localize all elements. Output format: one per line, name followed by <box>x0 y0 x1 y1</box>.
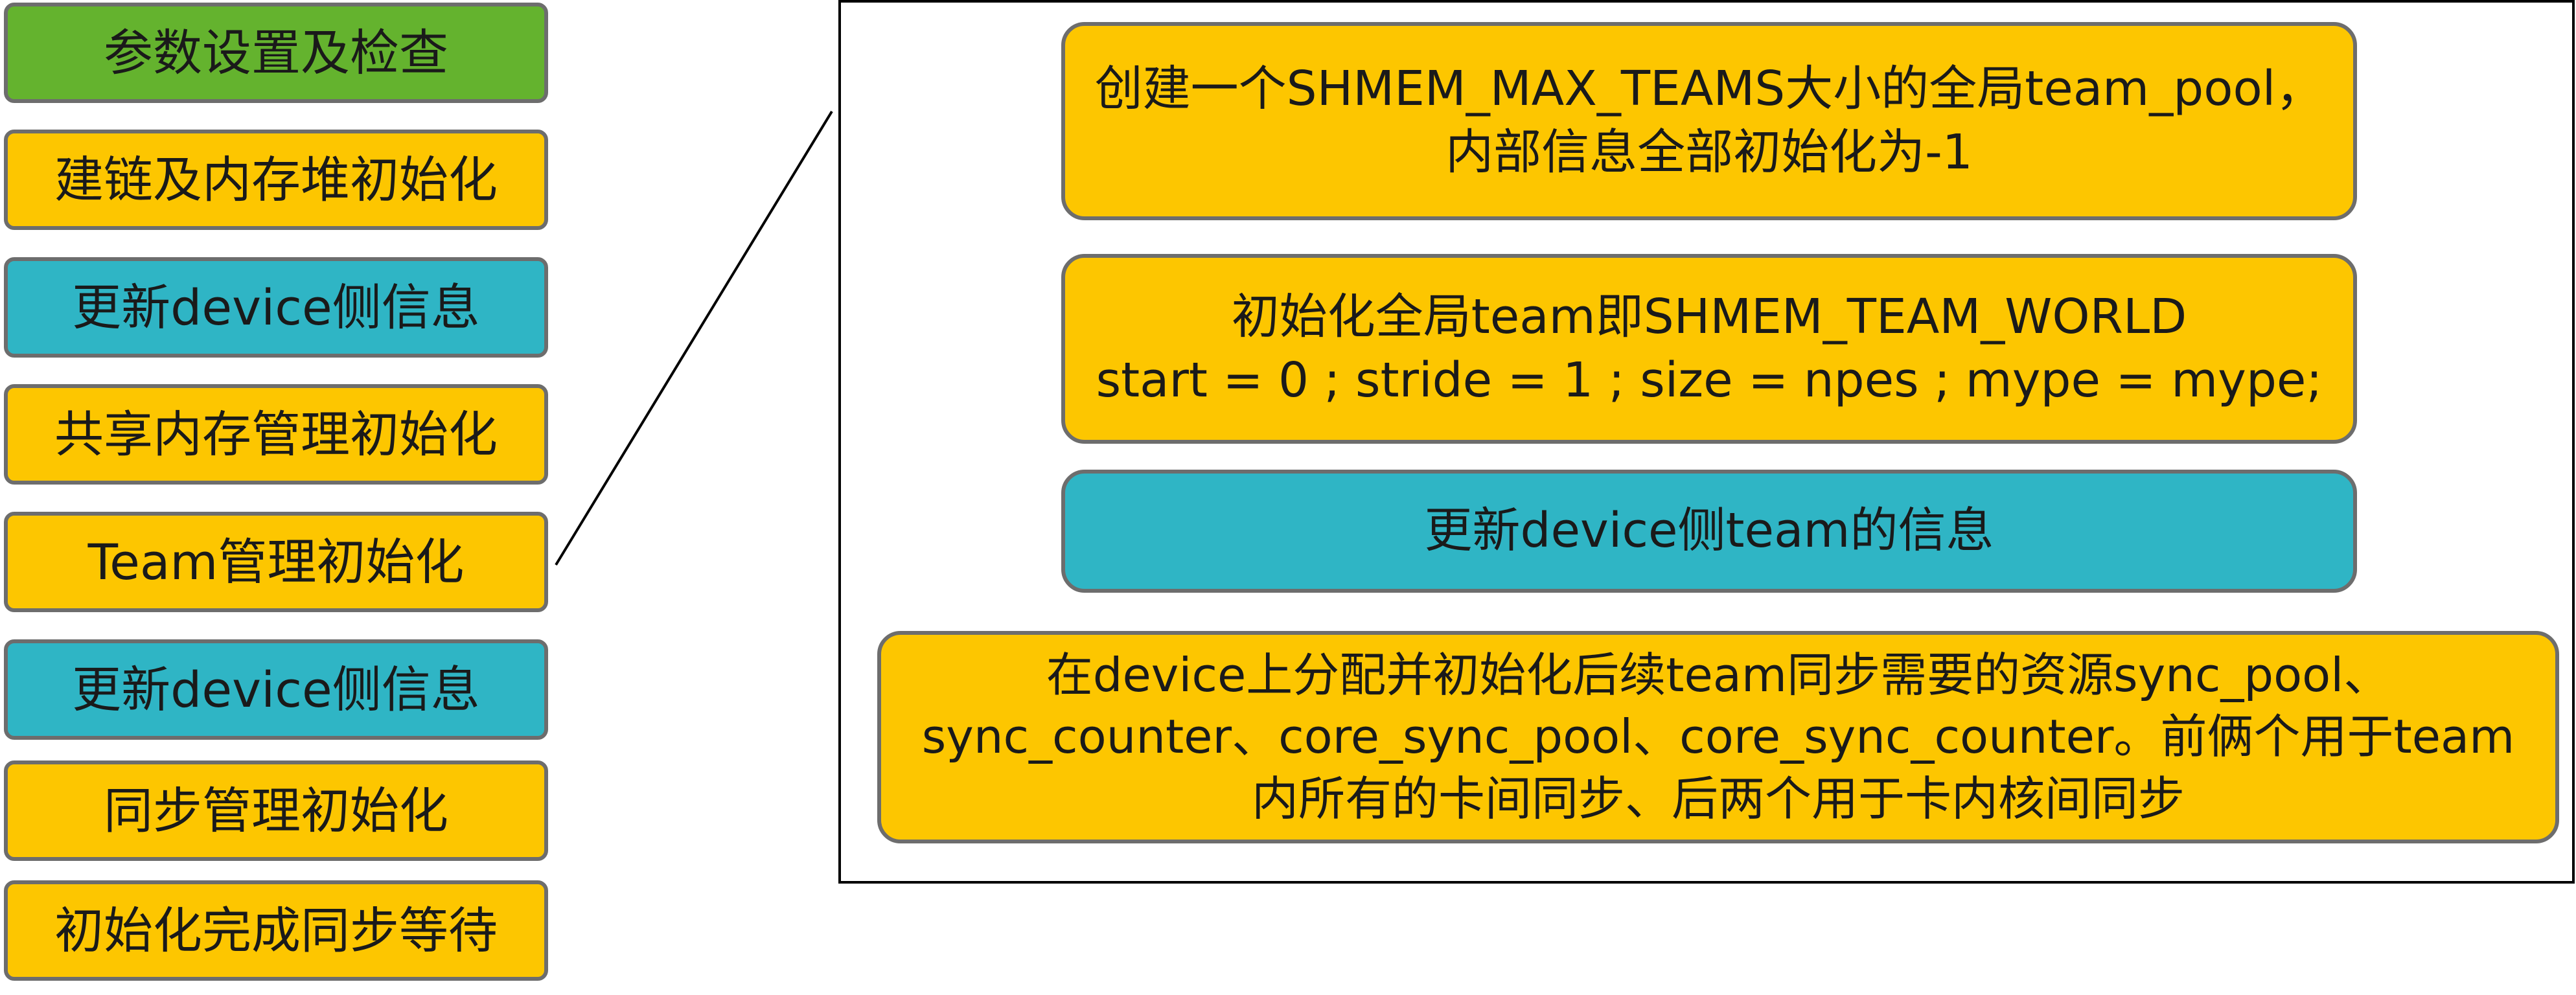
step-sync-management-init: 同步管理初始化 <box>4 761 548 861</box>
detail-line: 内所有的卡间同步、后两个用于卡内核间同步 <box>1251 771 2185 826</box>
detail-line: sync_counter、core_sync_pool、core_sync_co… <box>921 709 2515 764</box>
step-update-device-info-2: 更新device侧信息 <box>4 639 548 740</box>
step-link-heap-init: 建链及内存堆初始化 <box>4 130 548 230</box>
detail-line: 初始化全局team即SHMEM_TEAM_WORLD <box>1231 288 2187 345</box>
step-label: Team管理初始化 <box>87 532 465 591</box>
detail-line: 更新device侧team的信息 <box>1424 503 1994 559</box>
step-update-device-info-1: 更新device侧信息 <box>4 257 548 358</box>
step-label: 共享内存管理初始化 <box>54 405 498 463</box>
detail-update-device-team-info: 更新device侧team的信息 <box>1061 470 2357 593</box>
step-shared-memory-init: 共享内存管理初始化 <box>4 384 548 485</box>
detail-line: 内部信息全部初始化为-1 <box>1445 124 1973 180</box>
detail-create-team-pool: 创建一个SHMEM_MAX_TEAMS大小的全局team_pool， 内部信息全… <box>1061 22 2357 220</box>
detail-line: 创建一个SHMEM_MAX_TEAMS大小的全局team_pool， <box>1094 61 2324 117</box>
step-label: 同步管理初始化 <box>104 781 448 840</box>
step-param-setup-check: 参数设置及检查 <box>4 3 548 103</box>
detail-init-team-world: 初始化全局team即SHMEM_TEAM_WORLD start = 0 ; s… <box>1061 254 2357 444</box>
step-label: 参数设置及检查 <box>104 23 448 82</box>
step-init-complete-sync-wait: 初始化完成同步等待 <box>4 880 548 981</box>
step-label: 建链及内存堆初始化 <box>54 150 498 209</box>
step-label: 更新device侧信息 <box>72 278 480 336</box>
detail-line: start = 0 ; stride = 1 ; size = npes ; m… <box>1096 352 2323 408</box>
step-team-management-init: Team管理初始化 <box>4 512 548 612</box>
step-label: 初始化完成同步等待 <box>54 901 498 959</box>
step-label: 更新device侧信息 <box>72 660 480 718</box>
detail-line: 在device上分配并初始化后续team同步需要的资源sync_pool、 <box>1046 648 2391 703</box>
team-init-detail-frame <box>838 0 2575 884</box>
detail-allocate-sync-resources: 在device上分配并初始化后续team同步需要的资源sync_pool、 sy… <box>877 631 2559 843</box>
